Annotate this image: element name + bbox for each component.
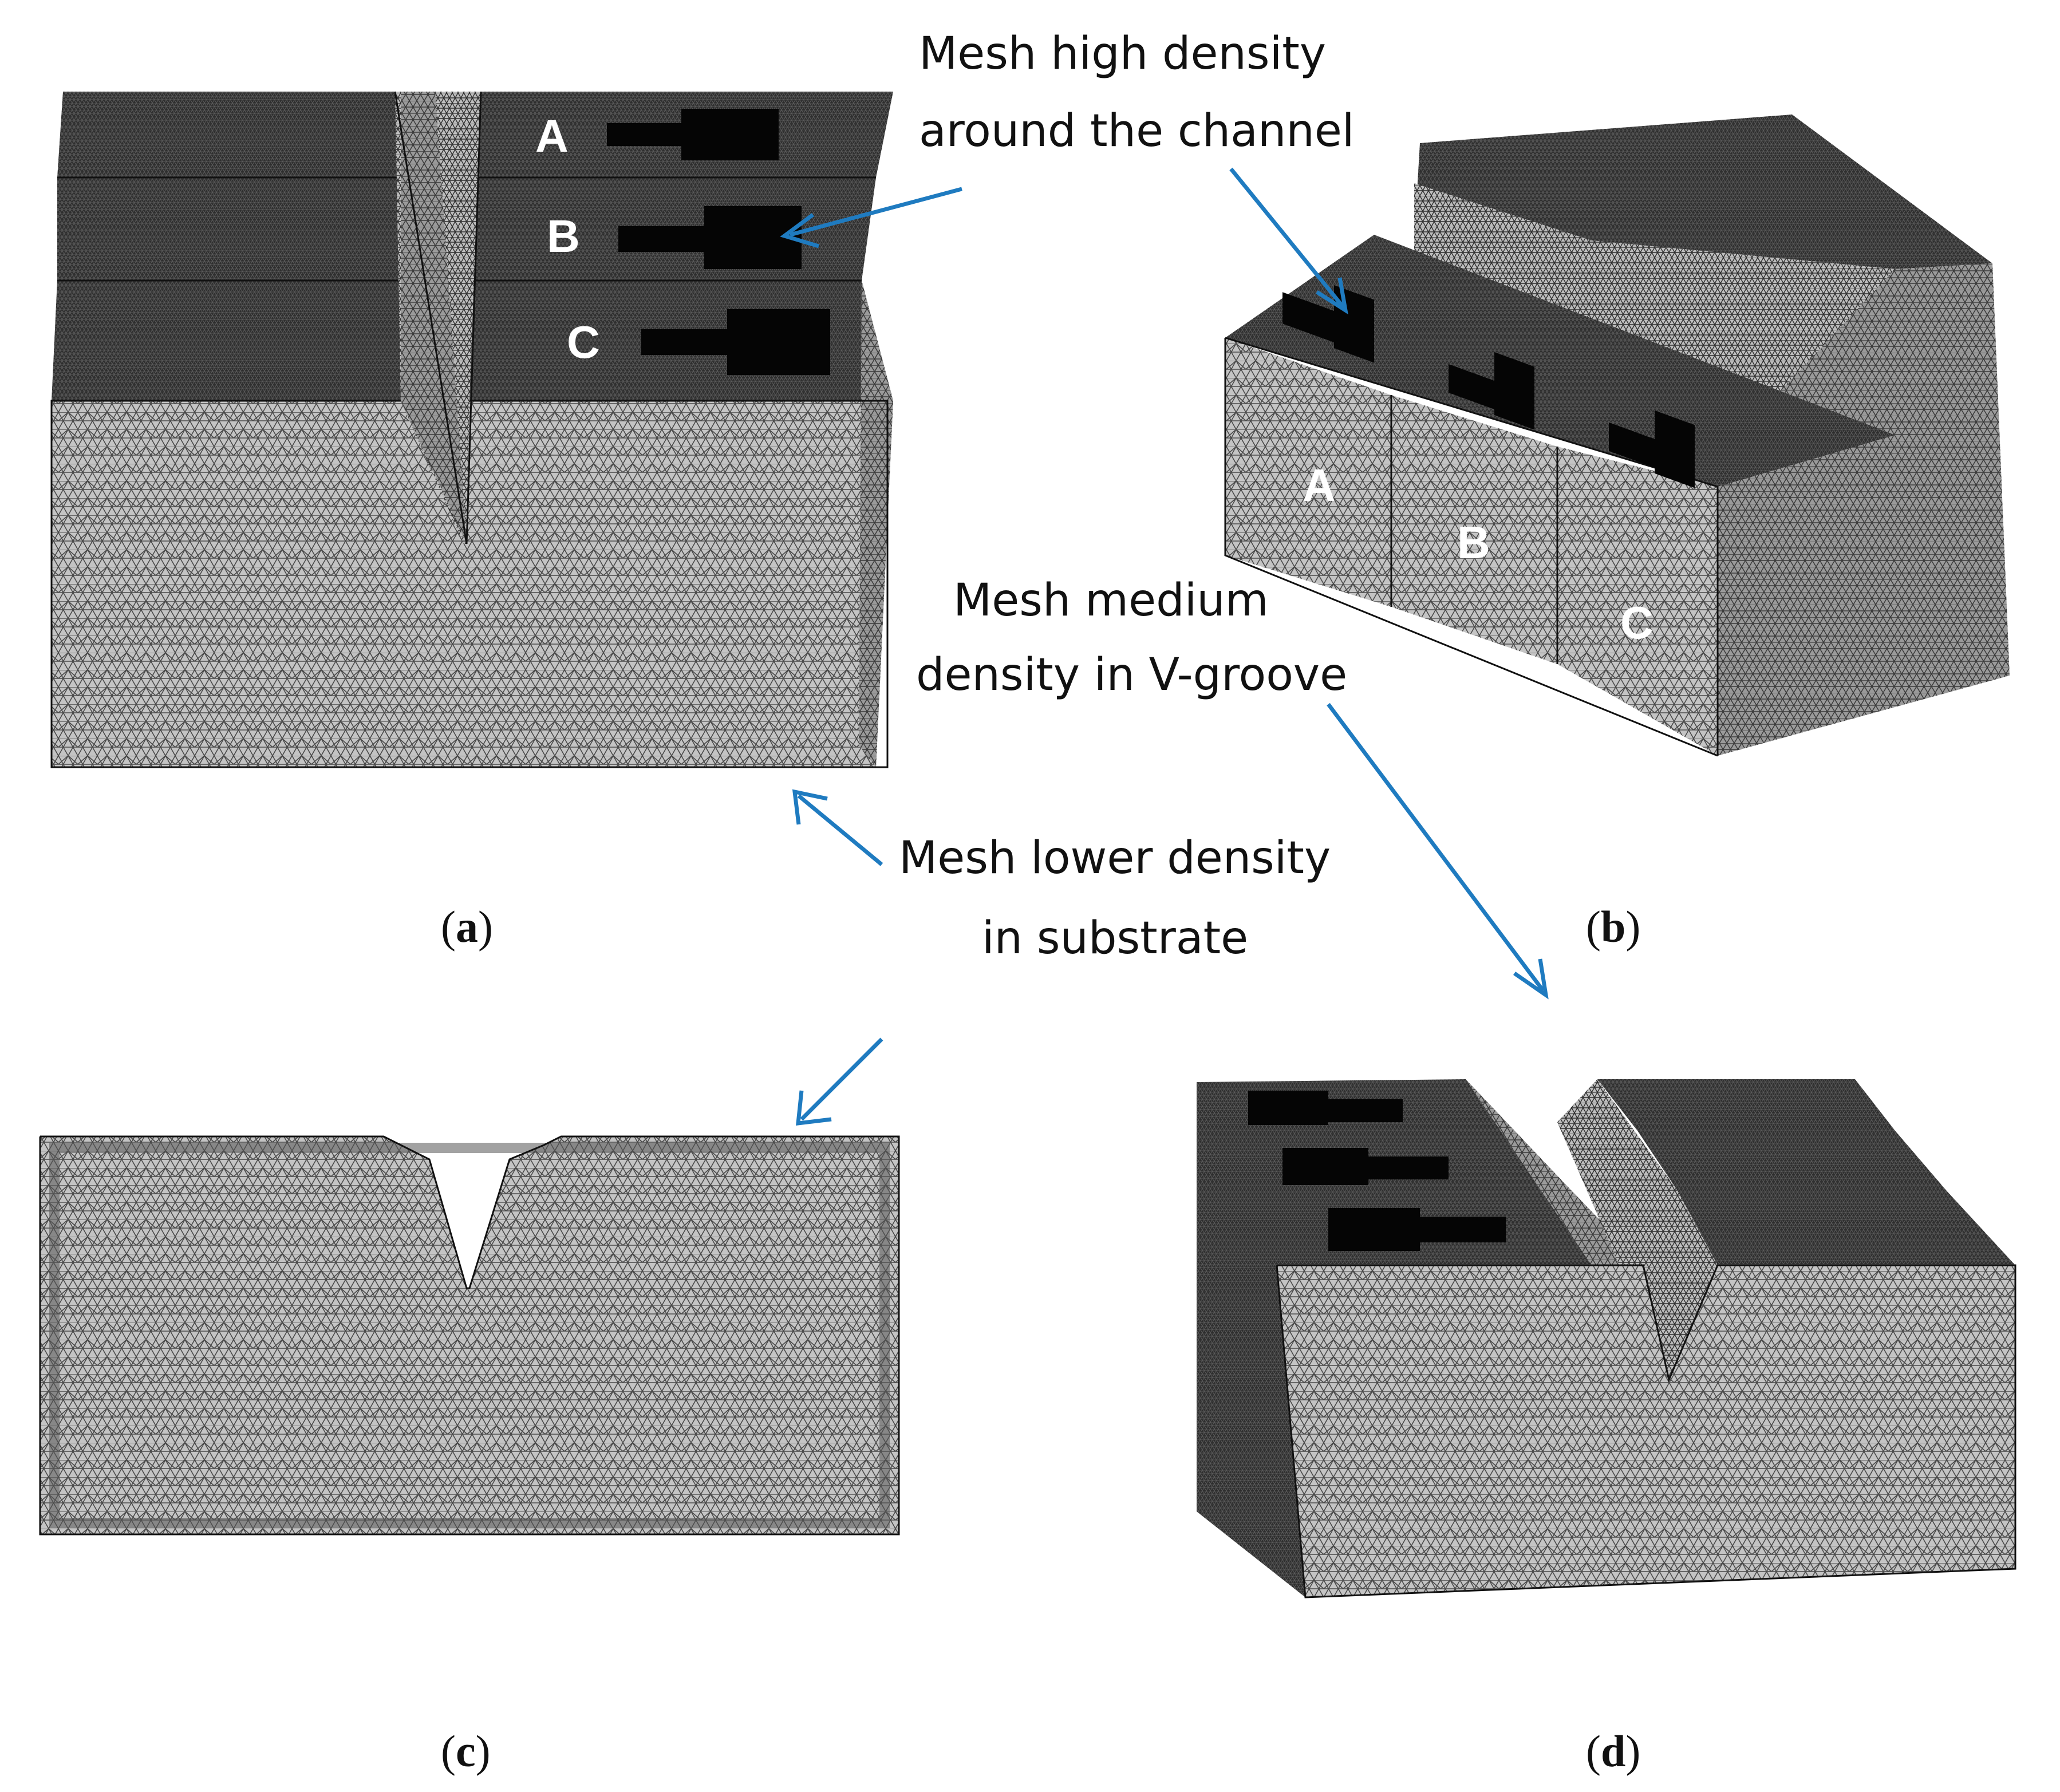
panel-c-substrate [40,1136,899,1534]
panel-a-channel-a [607,109,779,160]
panel-b-label-c: C [1620,597,1653,648]
caption-b-letter: b [1601,902,1625,952]
panel-b-front-face-c [1557,447,1718,756]
panel-c-mesh [39,1135,900,1536]
arrow-lower-density-c [796,1037,883,1126]
panel-b-mesh: A B C [1224,115,2010,757]
caption-c: (c) [441,1726,491,1776]
annotation-lower-density-line2: in substrate [982,913,1248,964]
caption-a: (a) [441,902,493,952]
panel-c-inner-frame [49,1143,890,1528]
panel-a-channel-c [641,309,830,375]
panel-d-top-right-c [1678,1191,2015,1265]
caption-a-letter: a [456,902,478,952]
panel-d-front [1277,1265,2015,1597]
panel-d-channel-b [1282,1148,1449,1185]
caption-b: (b) [1586,902,1640,952]
panel-b-channel-c [1609,410,1695,488]
panel-d-v-groove-right [1557,1079,1718,1380]
panel-b-right-side [1718,263,2010,756]
annotation-medium-density-line2: density in V-groove [916,649,1347,701]
panel-a-mesh: A B C [50,91,893,768]
panel-d-top-right-b [1637,1131,1947,1191]
panel-a-right-side [859,281,893,767]
svg-text:(a): (a) [441,902,493,952]
panel-a-substrate-front [52,401,893,767]
panel-d-mesh [1197,1079,2016,1598]
caption-d-letter: d [1601,1726,1625,1776]
panel-d-left-side [1197,1082,1305,1597]
svg-text:(b): (b) [1586,902,1640,952]
panel-b-channel-b [1449,352,1534,430]
panel-b-label-b: B [1457,517,1490,568]
svg-text:(d): (d) [1586,1726,1640,1776]
annotation-high-density-line1: Mesh high density [919,28,1326,80]
panel-d-channel-a [1248,1091,1403,1125]
arrow-medium-density [1327,702,1549,1000]
panel-a-label-a: A [535,110,569,161]
panel-a-label-c: C [567,317,600,368]
arrow-lower-density-a [792,789,883,866]
panel-b-front-face-a [1225,338,1391,607]
panel-b-label-a: A [1303,460,1336,511]
panel-b-front-face-b [1391,395,1557,664]
panel-d-channel-c [1328,1208,1506,1251]
panel-a-label-b: B [547,211,580,262]
arrow-high-density-a [780,187,962,248]
panel-d-top-right-a [1597,1079,1895,1131]
annotation-lower-density-line1: Mesh lower density [899,832,1331,884]
caption-c-letter: c [456,1726,476,1776]
caption-d: (d) [1586,1726,1640,1776]
panel-a-v-groove-shadow [401,92,467,544]
panel-b-front-top [1225,235,1895,487]
arrow-high-density-b [1229,167,1348,315]
svg-text:(c): (c) [441,1726,491,1776]
annotation-high-density-line2: around the channel [919,105,1355,157]
annotation-medium-density-line1: Mesh medium [953,575,1269,626]
